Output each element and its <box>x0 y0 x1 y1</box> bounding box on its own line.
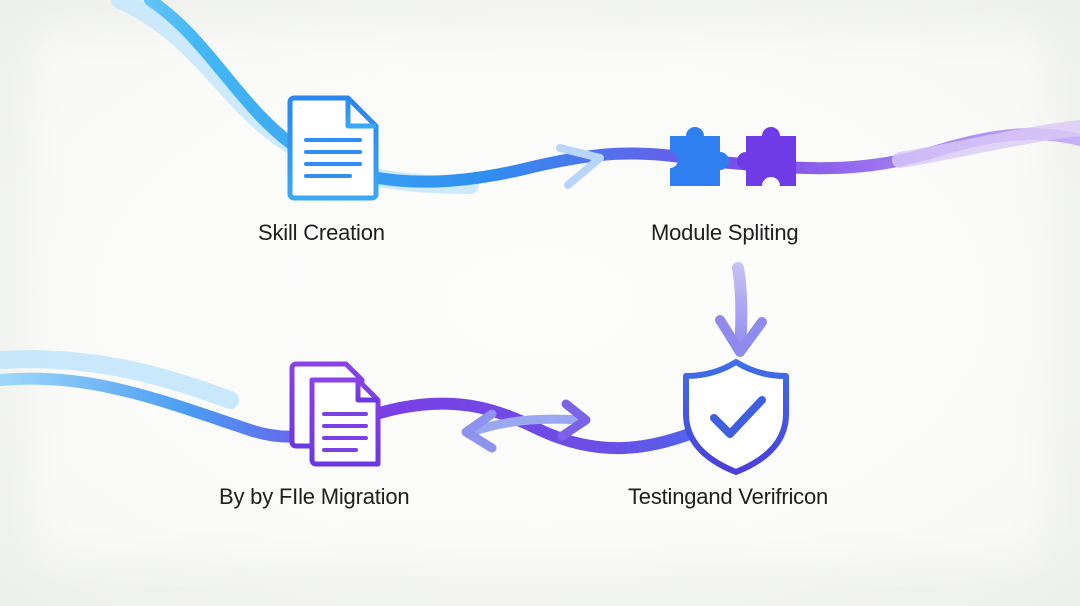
step-label-testing-verification: Testingand Verifricon <box>628 484 829 509</box>
ribbon-top-right <box>892 120 1080 168</box>
double-arrow <box>467 414 585 437</box>
step-label-file-migration: By by FIle Migration <box>219 484 410 509</box>
step-label-skill-creation: Skill Creation <box>258 220 385 245</box>
ribbon-bottom-left <box>0 350 239 409</box>
arrow-down-head <box>715 315 767 357</box>
documents-icon <box>289 361 381 467</box>
document-icon <box>287 95 379 201</box>
step-label-module-splitting: Module Spliting <box>651 220 799 245</box>
shield-check-icon <box>683 359 789 475</box>
arrow-to-puzzle <box>556 144 604 189</box>
puzzle-icon <box>670 127 796 186</box>
double-arrow-right-head <box>557 399 591 441</box>
arrow-down <box>732 262 748 356</box>
double-arrow-left-head <box>461 409 497 453</box>
ribbon-bottom <box>0 372 706 455</box>
